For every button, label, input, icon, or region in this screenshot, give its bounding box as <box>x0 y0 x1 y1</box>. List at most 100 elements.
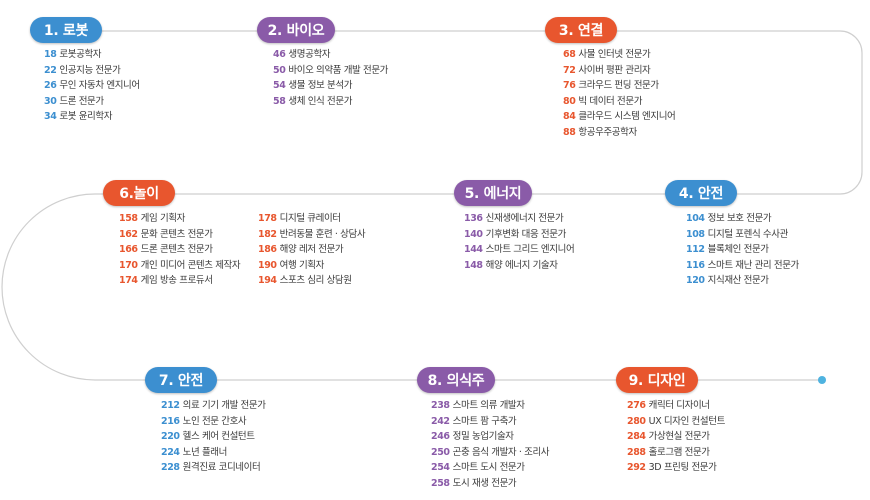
job-title: 노인 전문 간호사 <box>182 415 247 427</box>
track-end-dot <box>818 376 826 384</box>
job-title: 스마트 팜 구축가 <box>452 415 517 427</box>
page-number: 136 <box>464 213 483 224</box>
page-number: 280 <box>627 415 646 427</box>
page-number: 170 <box>119 259 138 271</box>
page-number: 88 <box>563 126 576 138</box>
page-number: 250 <box>431 446 450 458</box>
page-number: 216 <box>161 415 180 427</box>
job-title: 스마트 재난 관리 전문가 <box>707 259 800 271</box>
page-number: 242 <box>431 415 450 427</box>
job-title: 의료 기기 개발 전문가 <box>182 400 266 411</box>
job-title: 문화 콘텐츠 전문가 <box>140 228 213 240</box>
job-title: 스마트 그리드 엔지니어 <box>485 244 575 256</box>
page-number: 144 <box>464 244 483 256</box>
job-title: 생물 정보 분석가 <box>288 80 353 92</box>
page-number: 220 <box>161 431 180 443</box>
job-title: 게임 방송 프로듀서 <box>140 275 213 287</box>
stage-design-pill: 9. 디자인 <box>616 367 698 393</box>
stage-play-pill: 6.놀이 <box>103 180 175 206</box>
job-title: 스마트 의류 개발자 <box>452 400 525 411</box>
job-title: 드론 전문가 <box>59 95 104 107</box>
page-number: 58 <box>273 95 286 107</box>
job-title: 로봇공학자 <box>59 49 102 60</box>
job-title: 지식재산 전문가 <box>707 275 769 287</box>
page-number: 194 <box>258 275 277 287</box>
stage-safety-pill: 4. 안전 <box>665 180 737 206</box>
stage-living-pill: 8. 의식주 <box>417 367 495 393</box>
job-title: 곤충 음식 개발자 · 조리사 <box>452 446 550 458</box>
page-number: 288 <box>627 446 646 458</box>
job-title: 반려동물 훈련 · 상담사 <box>279 228 366 240</box>
page-number: 18 <box>44 49 57 60</box>
job-title: 도시 재생 전문가 <box>452 477 517 489</box>
job-title: 드론 콘텐츠 전문가 <box>140 244 213 256</box>
page-number: 80 <box>563 95 576 107</box>
job-title: 생명공학자 <box>288 49 331 60</box>
page-number: 26 <box>44 80 57 92</box>
page-number: 148 <box>464 259 483 271</box>
job-title: 기후변화 대응 전문가 <box>485 228 567 240</box>
page-number: 186 <box>258 244 277 256</box>
page-number: 72 <box>563 64 576 76</box>
job-title: 개인 미디어 콘텐츠 제작자 <box>140 259 241 271</box>
page-number: 166 <box>119 244 138 256</box>
job-title: 정밀 농업기술자 <box>452 431 514 443</box>
job-title: 빅 데이터 전문가 <box>578 95 643 107</box>
page-number: 228 <box>161 462 180 474</box>
stage-robot-pill: 1. 로봇 <box>30 17 102 43</box>
job-title: 블록체인 전문가 <box>707 244 769 256</box>
job-title: 3D 프린팅 전문가 <box>648 462 717 474</box>
job-title: 항공우주공학자 <box>578 126 637 138</box>
job-title: 정보 보호 전문가 <box>707 213 772 224</box>
job-title: 인공지능 전문가 <box>59 64 121 76</box>
page-number: 116 <box>686 259 705 271</box>
page-number: 120 <box>686 275 705 287</box>
page-number: 108 <box>686 228 705 240</box>
page-number: 112 <box>686 244 705 256</box>
job-title: 노년 플래너 <box>182 446 228 458</box>
job-title: 캐릭터 디자이너 <box>648 400 710 411</box>
page-number: 284 <box>627 431 646 443</box>
job-title: 무인 자동차 엔지니어 <box>59 80 140 92</box>
page-number: 258 <box>431 477 450 489</box>
page-number: 190 <box>258 259 277 271</box>
page-number: 254 <box>431 462 450 474</box>
job-title: 생체 인식 전문가 <box>288 95 353 107</box>
stage-connection-pill: 3. 연결 <box>545 17 617 43</box>
job-title: 바이오 의약품 개발 전문가 <box>288 64 389 76</box>
page-number: 46 <box>273 49 286 60</box>
